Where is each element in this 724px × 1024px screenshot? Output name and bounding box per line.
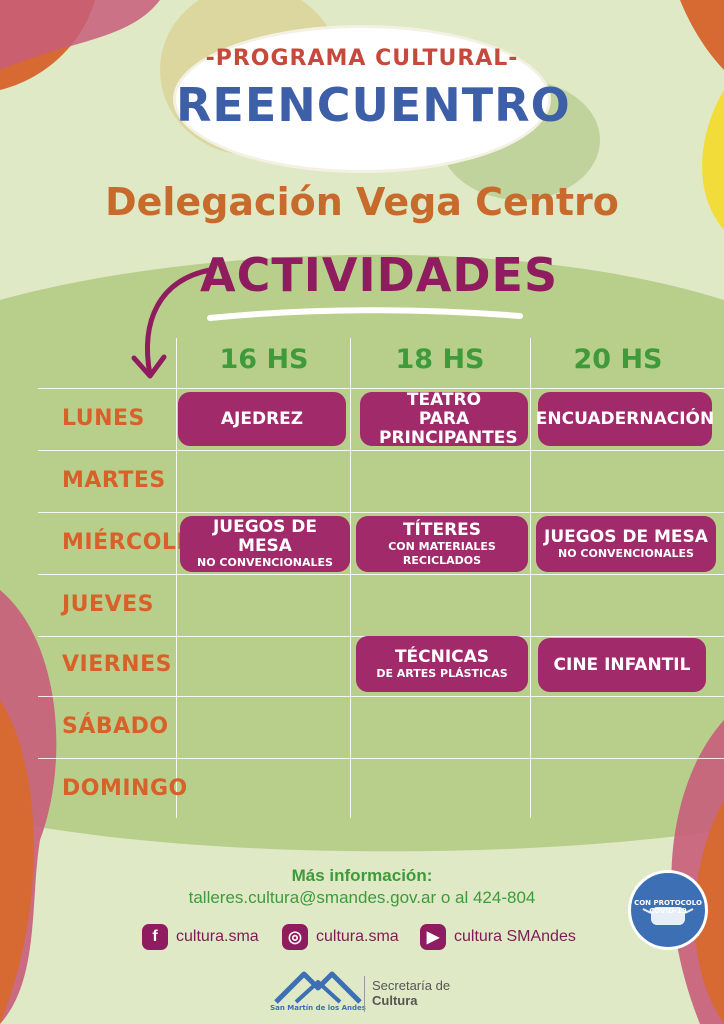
day-label-sabado: SÁBADO [62, 714, 169, 739]
hour-header-20: 20 HS [573, 344, 663, 375]
activity-subtitle: DE ARTES PLÁSTICAS [376, 666, 508, 680]
activity-subtitle: CON MATERIALES RECICLADOS [388, 539, 496, 567]
divider [364, 976, 365, 1012]
activity-subtitle: NO CONVENCIONALES [197, 556, 333, 569]
activity-title: JUEGOS DE MESA [212, 517, 318, 556]
face-mask-icon [642, 907, 694, 925]
activity-lunes-18: TEATRO PARA PRINCIPANTES [360, 389, 528, 448]
contact-info[interactable]: talleres.cultura@smandes.gov.ar o al 424… [188, 888, 536, 907]
activity-title: TÉCNICAS [394, 646, 490, 667]
secretaria-line-2: Cultura [372, 993, 418, 1008]
social-handle: cultura.sma [176, 928, 259, 945]
day-label-jueves: JUEVES [62, 592, 154, 617]
activity-subtitle: NO CONVENCIONALES [558, 546, 694, 560]
grid-line [38, 450, 724, 451]
covid-protocol-stamp: CON PROTOCOLO COVID-19 [628, 870, 708, 950]
social-handle: cultura.sma [316, 928, 399, 945]
hour-header-18: 18 HS [395, 344, 485, 375]
activity-miercoles-16: JUEGOS DE MESA NO CONVENCIONALES [180, 516, 350, 572]
day-label-martes: MARTES [62, 468, 166, 493]
grid-line [38, 574, 724, 575]
social-youtube[interactable]: ▶ cultura SMAndes [420, 924, 576, 950]
grid-line [38, 696, 724, 697]
activities-heading: ACTIVIDADES [200, 248, 559, 302]
hour-header-16: 16 HS [219, 344, 309, 375]
mountains-logo [274, 971, 362, 1004]
delegation-heading: Delegación Vega Centro [105, 180, 619, 224]
more-info-label: Más información: [291, 866, 433, 885]
activity-title: AJEDREZ [220, 408, 304, 429]
underline-stroke [207, 307, 523, 321]
facebook-icon: f [142, 924, 168, 950]
activity-viernes-18: TÉCNICAS DE ARTES PLÁSTICAS [356, 636, 528, 692]
grid-line [176, 338, 177, 818]
activity-lunes-16: AJEDREZ [178, 392, 346, 446]
activity-title: ENCUADERNACIÓN [535, 408, 715, 429]
arrow-icon [131, 267, 213, 379]
activity-miercoles-18: TÍTERES CON MATERIALES RECICLADOS [356, 516, 528, 572]
activity-title: CINE INFANTIL [553, 654, 691, 675]
activity-title: JUEGOS DE MESA [544, 526, 708, 547]
youtube-icon: ▶ [420, 924, 446, 950]
day-label-domingo: DOMINGO [62, 776, 188, 801]
stamp-text: CON PROTOCOLO COVID-19 [634, 899, 702, 915]
social-instagram[interactable]: ◎ cultura.sma [282, 924, 399, 950]
social-handle: cultura SMAndes [454, 928, 576, 945]
grid-line [530, 338, 531, 818]
grid-line [38, 512, 724, 513]
activity-title: TEATRO PARA PRINCIPANTES [379, 389, 518, 448]
activity-lunes-20: ENCUADERNACIÓN [535, 392, 715, 446]
title-badge [176, 28, 548, 170]
grid-line [350, 338, 351, 818]
activity-viernes-20: CINE INFANTIL [538, 638, 706, 692]
program-kicker: -PROGRAMA CULTURAL- [205, 46, 519, 71]
program-title: REENCUENTRO [176, 78, 571, 132]
grid-line [38, 388, 724, 389]
logo-caption: San Martín de los Andes [270, 1004, 366, 1012]
grid-line [38, 758, 724, 759]
activity-title: TÍTERES [402, 519, 482, 540]
social-facebook[interactable]: f cultura.sma [142, 924, 259, 950]
day-label-lunes: LUNES [62, 406, 145, 431]
secretaria-line-1: Secretaría de [372, 978, 451, 993]
activity-miercoles-20: JUEGOS DE MESA NO CONVENCIONALES [536, 516, 716, 572]
instagram-icon: ◎ [282, 924, 308, 950]
day-label-viernes: VIERNES [62, 652, 172, 677]
